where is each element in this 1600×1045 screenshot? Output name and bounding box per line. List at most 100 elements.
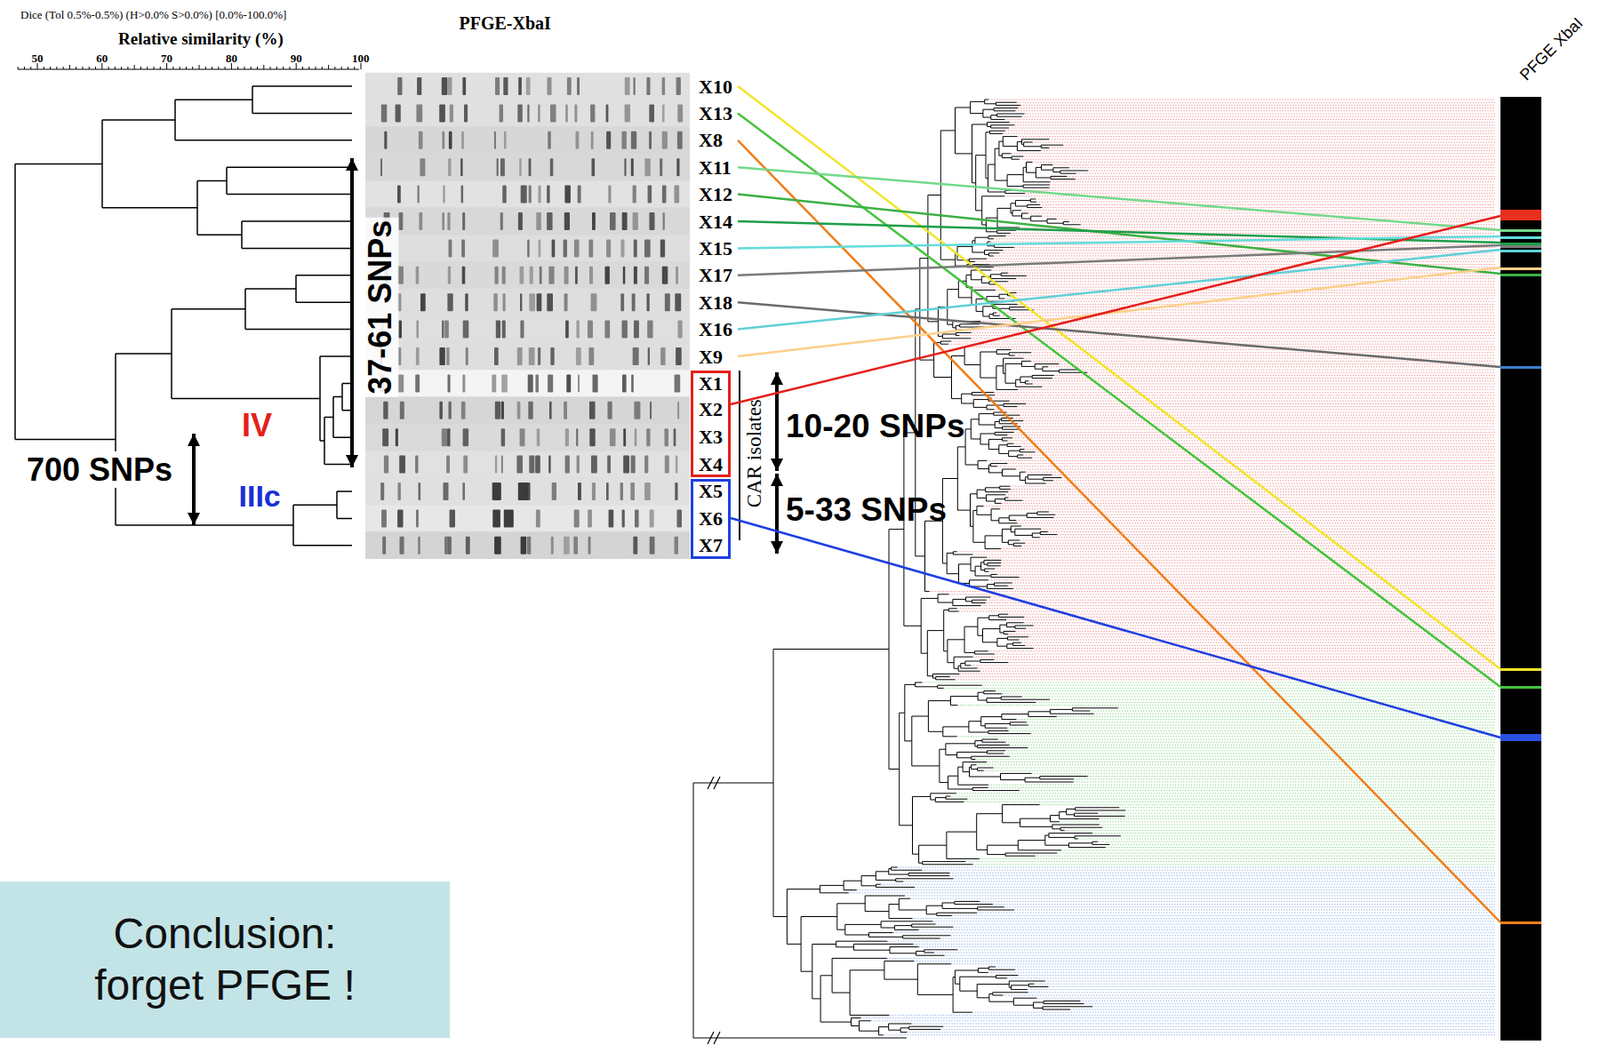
- gel-band: [528, 456, 535, 474]
- gel-band: [567, 77, 572, 96]
- gel-band: [448, 131, 453, 150]
- gel-band: [576, 131, 580, 150]
- gel-band: [675, 347, 682, 366]
- isolate-label: X18: [698, 291, 733, 314]
- gel-band: [384, 131, 387, 150]
- gel-band: [448, 536, 452, 555]
- gel-band: [664, 456, 670, 474]
- gel-band: [495, 456, 497, 474]
- conclusion-box: Conclusion: forget PFGE !: [0, 881, 450, 1039]
- gel-band: [441, 212, 445, 231]
- axis-tick: [328, 64, 329, 70]
- gel-band: [574, 104, 577, 122]
- gel-band: [441, 77, 448, 96]
- gel-band: [527, 239, 529, 257]
- gel-band: [632, 293, 636, 312]
- gel-band: [384, 456, 389, 474]
- axis-tick: [146, 66, 148, 70]
- gel-band: [520, 536, 527, 555]
- gel-band: [416, 347, 420, 366]
- gel-band: [632, 536, 638, 555]
- gel-band: [382, 428, 389, 447]
- gel-band: [463, 428, 470, 447]
- axis-tick: [43, 66, 45, 70]
- leader-line: [737, 86, 1501, 670]
- gel-band: [676, 77, 681, 96]
- gel-band: [503, 293, 506, 312]
- gel-band: [448, 158, 451, 176]
- gel-band: [527, 536, 532, 555]
- axis-tick-label: 90: [290, 52, 303, 66]
- axis-tick: [49, 66, 51, 70]
- gel-band: [588, 347, 594, 366]
- gel-band: [649, 536, 656, 555]
- gel-band: [605, 266, 610, 285]
- gel-band: [448, 239, 453, 257]
- gel-band: [520, 266, 525, 285]
- gel-band: [624, 77, 631, 96]
- gel-band: [501, 428, 505, 447]
- gel-band: [551, 536, 554, 555]
- gel-band: [537, 347, 541, 366]
- isolate-label: X6: [698, 507, 723, 530]
- gel-band: [576, 456, 580, 474]
- gel-band: [677, 509, 683, 528]
- gel-band: [644, 239, 651, 257]
- gel-lane: [365, 478, 690, 505]
- cluster-connector: [730, 518, 1501, 738]
- gel-lane: [365, 343, 690, 370]
- gel-band: [528, 347, 536, 366]
- gel-band: [547, 131, 552, 150]
- gel-lane: [365, 99, 690, 127]
- bar-stripe: [1500, 273, 1542, 277]
- axis-line: [17, 68, 360, 70]
- axis-tick-label: 100: [352, 52, 370, 66]
- gel-band: [608, 509, 615, 528]
- gel-band: [449, 104, 454, 122]
- gel-image: [365, 72, 690, 560]
- gel-band: [649, 509, 655, 528]
- gel-band: [677, 401, 680, 420]
- gel-band: [517, 347, 523, 366]
- method-note: Dice (Tol 0.5%-0.5%) (H>0.0% S>0.0%) [0.…: [20, 8, 287, 23]
- gel-band: [494, 536, 502, 555]
- axis-title: Relative similarity (%): [118, 29, 284, 49]
- gel-band: [577, 482, 582, 501]
- isolate-label: X12: [698, 183, 733, 206]
- gel-band: [663, 212, 665, 231]
- pfge-bar: PFGE XbaI: [1500, 96, 1542, 1041]
- gel-lane: [365, 234, 690, 262]
- isolate-label: X3: [698, 425, 723, 448]
- gel-band: [630, 482, 635, 501]
- isolate-label: X17: [698, 264, 733, 287]
- leader-line: [737, 249, 1501, 330]
- leader-line: [737, 167, 1501, 231]
- gel-band: [418, 212, 423, 231]
- leader-line: [737, 267, 1501, 357]
- gel-lane: [365, 504, 690, 532]
- gel-lane: [365, 262, 690, 289]
- gel-band: [608, 401, 613, 420]
- tip-dots: [848, 867, 1496, 1036]
- similarity-axis: [17, 63, 361, 70]
- bar-stripe: [1500, 668, 1542, 672]
- gel-band: [461, 131, 464, 150]
- gel-band: [448, 266, 451, 285]
- snp-distance: 10-20 SNPs: [785, 408, 966, 447]
- leader-line: [737, 245, 1501, 276]
- gel-band: [462, 266, 466, 285]
- gel-band: [546, 185, 551, 204]
- gel-band: [449, 509, 456, 528]
- gel-band: [576, 77, 580, 96]
- gel-band: [591, 293, 598, 312]
- axis-tick: [243, 66, 245, 70]
- gel-band: [462, 374, 465, 392]
- gel-band: [644, 482, 651, 501]
- gel-band: [447, 212, 450, 231]
- gel-band: [495, 266, 499, 285]
- gel-band: [439, 401, 443, 420]
- gel-band: [608, 185, 611, 204]
- axis-tick: [321, 66, 323, 70]
- gel-lane: [365, 532, 690, 560]
